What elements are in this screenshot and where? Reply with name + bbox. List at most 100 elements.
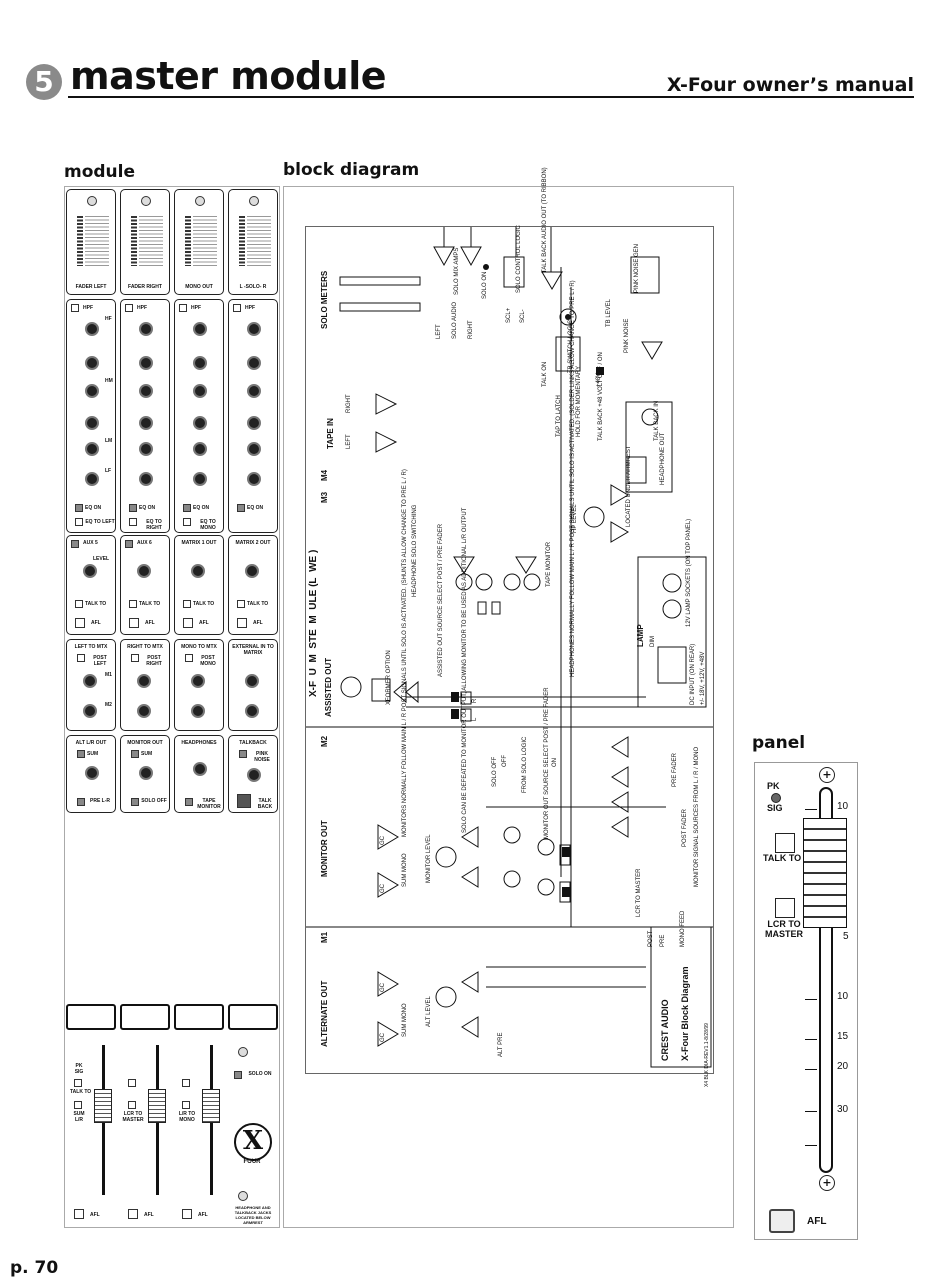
- fader-cap[interactable]: [94, 1089, 112, 1123]
- hf-freq-knob[interactable]: [247, 356, 261, 370]
- lf-knob[interactable]: [193, 472, 207, 486]
- hf-knob[interactable]: [139, 322, 153, 336]
- headphone-out-label: HEADPHONE OUT: [660, 432, 666, 485]
- headphone-level-knob[interactable]: [193, 762, 207, 776]
- talk-to-switch[interactable]: [75, 600, 83, 608]
- pink-noise-label: PINK NOISE: [624, 318, 630, 353]
- eq-on-switch[interactable]: [237, 504, 245, 512]
- hpf-switch[interactable]: [125, 304, 133, 312]
- fader-cap[interactable]: [148, 1089, 166, 1123]
- talk-back-switch[interactable]: [237, 794, 251, 808]
- hm-knob[interactable]: [193, 384, 207, 398]
- fader-scale-10: 10: [837, 991, 849, 1002]
- hf-freq-knob[interactable]: [85, 356, 99, 370]
- fader-cap[interactable]: [202, 1089, 220, 1123]
- eq-to-switch[interactable]: [75, 518, 83, 526]
- led-meter: [77, 216, 83, 266]
- output-level-knob[interactable]: [85, 766, 99, 780]
- talk-to-switch[interactable]: [237, 600, 245, 608]
- m1-knob[interactable]: [137, 674, 151, 688]
- post-switch[interactable]: [185, 654, 193, 662]
- lm-knob[interactable]: [247, 442, 261, 456]
- m2-knob[interactable]: [83, 704, 97, 718]
- aux-switch[interactable]: [125, 540, 133, 548]
- talk-to-switch[interactable]: [74, 1079, 82, 1087]
- afl-switch[interactable]: [128, 1209, 138, 1219]
- hpf-switch[interactable]: [71, 304, 79, 312]
- hm-knob[interactable]: [85, 384, 99, 398]
- post-switch[interactable]: [131, 654, 139, 662]
- m2-knob[interactable]: [137, 704, 151, 718]
- hm-knob[interactable]: [139, 384, 153, 398]
- afl-switch[interactable]: [183, 618, 193, 628]
- m1-knob[interactable]: [245, 674, 259, 688]
- eq-to-switch[interactable]: [183, 518, 191, 526]
- talk-to-button[interactable]: [775, 833, 795, 853]
- m2-knob[interactable]: [245, 704, 259, 718]
- aux-level-knob[interactable]: [137, 564, 151, 578]
- pre-lr-label: PRE L-R: [90, 798, 110, 804]
- hf-knob[interactable]: [193, 322, 207, 336]
- afl-button[interactable]: [769, 1209, 795, 1233]
- aux-switch[interactable]: [71, 540, 79, 548]
- hm-freq-knob[interactable]: [193, 416, 207, 430]
- talk-to-switch[interactable]: [182, 1079, 190, 1087]
- pk-label: PK: [767, 781, 780, 791]
- eq-on-switch[interactable]: [129, 504, 137, 512]
- afl-switch[interactable]: [74, 1209, 84, 1219]
- m2-knob[interactable]: [191, 704, 205, 718]
- lf-knob[interactable]: [247, 472, 261, 486]
- hm-freq-knob[interactable]: [85, 416, 99, 430]
- lcr-to-master-button[interactable]: [775, 898, 795, 918]
- lm-knob[interactable]: [85, 442, 99, 456]
- afl-switch[interactable]: [75, 618, 85, 628]
- hf-knob[interactable]: [247, 322, 261, 336]
- lm-knob[interactable]: [139, 442, 153, 456]
- scale-tick: [805, 1069, 817, 1070]
- afl-switch[interactable]: [182, 1209, 192, 1219]
- hf-freq-knob[interactable]: [139, 356, 153, 370]
- matrix-level-knob[interactable]: [191, 564, 205, 578]
- matrix-level-knob[interactable]: [245, 564, 259, 578]
- aux-level-knob[interactable]: [83, 564, 97, 578]
- hm-freq-knob[interactable]: [139, 416, 153, 430]
- m1-knob[interactable]: [83, 674, 97, 688]
- afl-switch[interactable]: [237, 618, 247, 628]
- lm-knob[interactable]: [193, 442, 207, 456]
- pre-lr-switch[interactable]: [77, 798, 85, 806]
- hpf-switch[interactable]: [179, 304, 187, 312]
- hf-freq-knob[interactable]: [193, 356, 207, 370]
- talkback-level-knob[interactable]: [247, 768, 261, 782]
- pk-sig-label: PK SIG: [74, 1063, 84, 1075]
- eq-on-switch[interactable]: [183, 504, 191, 512]
- solo-off-switch[interactable]: [131, 798, 139, 806]
- hf-knob[interactable]: [85, 322, 99, 336]
- hm-freq-knob[interactable]: [247, 416, 261, 430]
- talk-to-switch[interactable]: [183, 600, 191, 608]
- sum-switch[interactable]: [77, 750, 85, 758]
- lcr-to-master-switch[interactable]: [128, 1101, 136, 1109]
- row-label-m1: M1: [320, 931, 329, 943]
- sum-switch[interactable]: [131, 750, 139, 758]
- hm-knob[interactable]: [247, 384, 261, 398]
- screw-icon: [87, 196, 97, 206]
- chapter-number-badge: 5: [26, 64, 62, 100]
- talk-to-switch[interactable]: [128, 1079, 136, 1087]
- lf-knob[interactable]: [139, 472, 153, 486]
- sum-lr-switch[interactable]: [74, 1101, 82, 1109]
- hpf-switch[interactable]: [233, 304, 241, 312]
- output-level-knob[interactable]: [139, 766, 153, 780]
- tape-monitor-switch[interactable]: [185, 798, 193, 806]
- eq-to-switch[interactable]: [129, 518, 137, 526]
- post-switch[interactable]: [77, 654, 85, 662]
- m1-knob[interactable]: [191, 674, 205, 688]
- afl-switch[interactable]: [129, 618, 139, 628]
- lr-to-mono-switch[interactable]: [182, 1101, 190, 1109]
- talk-to-switch[interactable]: [129, 600, 137, 608]
- lf-knob[interactable]: [85, 472, 99, 486]
- eq-on-switch[interactable]: [75, 504, 83, 512]
- pink-noise-switch[interactable]: [239, 750, 247, 758]
- gc-label: GC: [380, 884, 386, 893]
- master-fader-cap[interactable]: [803, 818, 847, 928]
- solo-control-logic-label: SOLO CONTROL LOGIC: [516, 225, 522, 293]
